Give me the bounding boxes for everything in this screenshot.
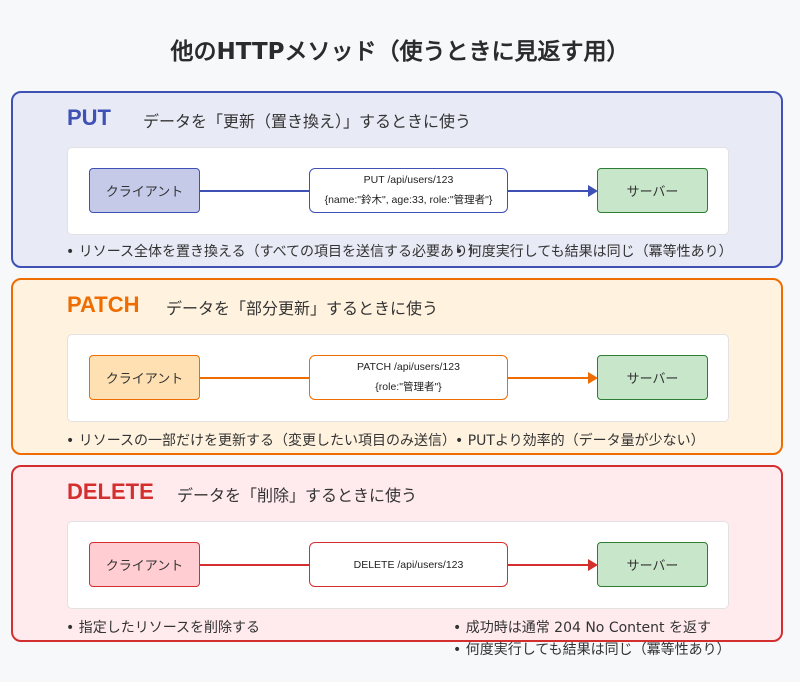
request-message: DELETE /api/users/123	[309, 542, 508, 587]
patch-section: PATCH データを「部分更新」するときに使う クライアント PATCH /ap…	[11, 278, 783, 455]
method-label: PATCH	[67, 292, 140, 317]
arrowhead-icon	[588, 185, 598, 197]
arrowhead-icon	[588, 559, 598, 571]
method-label: PUT	[67, 105, 111, 130]
request-message: PATCH /api/users/123 {role:"管理者"}	[309, 355, 508, 400]
request-message: PUT /api/users/123 {name:"鈴木", age:33, r…	[309, 168, 508, 213]
delete-section: DELETE データを「削除」するときに使う クライアント DELETE /ap…	[11, 465, 783, 658]
flow-panel: クライアント PATCH /api/users/123 {role:"管理者"}…	[67, 334, 729, 422]
arrowhead-icon	[588, 372, 598, 384]
server-node: サーバー	[597, 542, 708, 587]
method-description: データを「削除」するときに使う	[177, 486, 418, 505]
bullet-note: • リソースの一部だけを更新する（変更したい項目のみ送信）	[66, 433, 457, 449]
put-section: PUT データを「更新（置き換え）」するときに使う クライアント PUT /ap…	[11, 91, 783, 268]
bullet-note: • 何度実行しても結果は同じ（冪等性あり）	[453, 642, 731, 658]
server-node: サーバー	[597, 168, 708, 213]
method-description: データを「更新（置き換え）」するときに使う	[143, 112, 472, 131]
request-line: PUT /api/users/123	[363, 174, 454, 186]
bullet-note: • 指定したリソースを削除する	[66, 620, 261, 636]
client-node: クライアント	[89, 542, 200, 587]
server-node: サーバー	[597, 355, 708, 400]
request-body: {name:"鈴木", age:33, role:"管理者"}	[324, 194, 493, 206]
request-line: DELETE /api/users/123	[353, 558, 464, 571]
request-body: {role:"管理者"}	[375, 381, 442, 393]
bullet-note: • リソース全体を置き換える（すべての項目を送信する必要あり）	[66, 244, 483, 260]
bullet-note: • 成功時は通常 204 No Content を返す	[453, 620, 711, 636]
client-node: クライアント	[89, 168, 200, 213]
bullet-note: • 何度実行しても結果は同じ（冪等性あり）	[455, 244, 733, 260]
request-line: PATCH /api/users/123	[357, 361, 460, 373]
flow-panel: クライアント PUT /api/users/123 {name:"鈴木", ag…	[67, 147, 729, 235]
page-title: 他のHTTPメソッド（使うときに見返す用）	[170, 39, 630, 65]
method-label: DELETE	[67, 479, 154, 504]
flow-panel: クライアント DELETE /api/users/123 サーバー	[67, 521, 729, 609]
bullet-note: • PUTより効率的（データ量が少ない）	[455, 433, 705, 449]
client-node: クライアント	[89, 355, 200, 400]
method-description: データを「部分更新」するときに使う	[166, 299, 439, 318]
